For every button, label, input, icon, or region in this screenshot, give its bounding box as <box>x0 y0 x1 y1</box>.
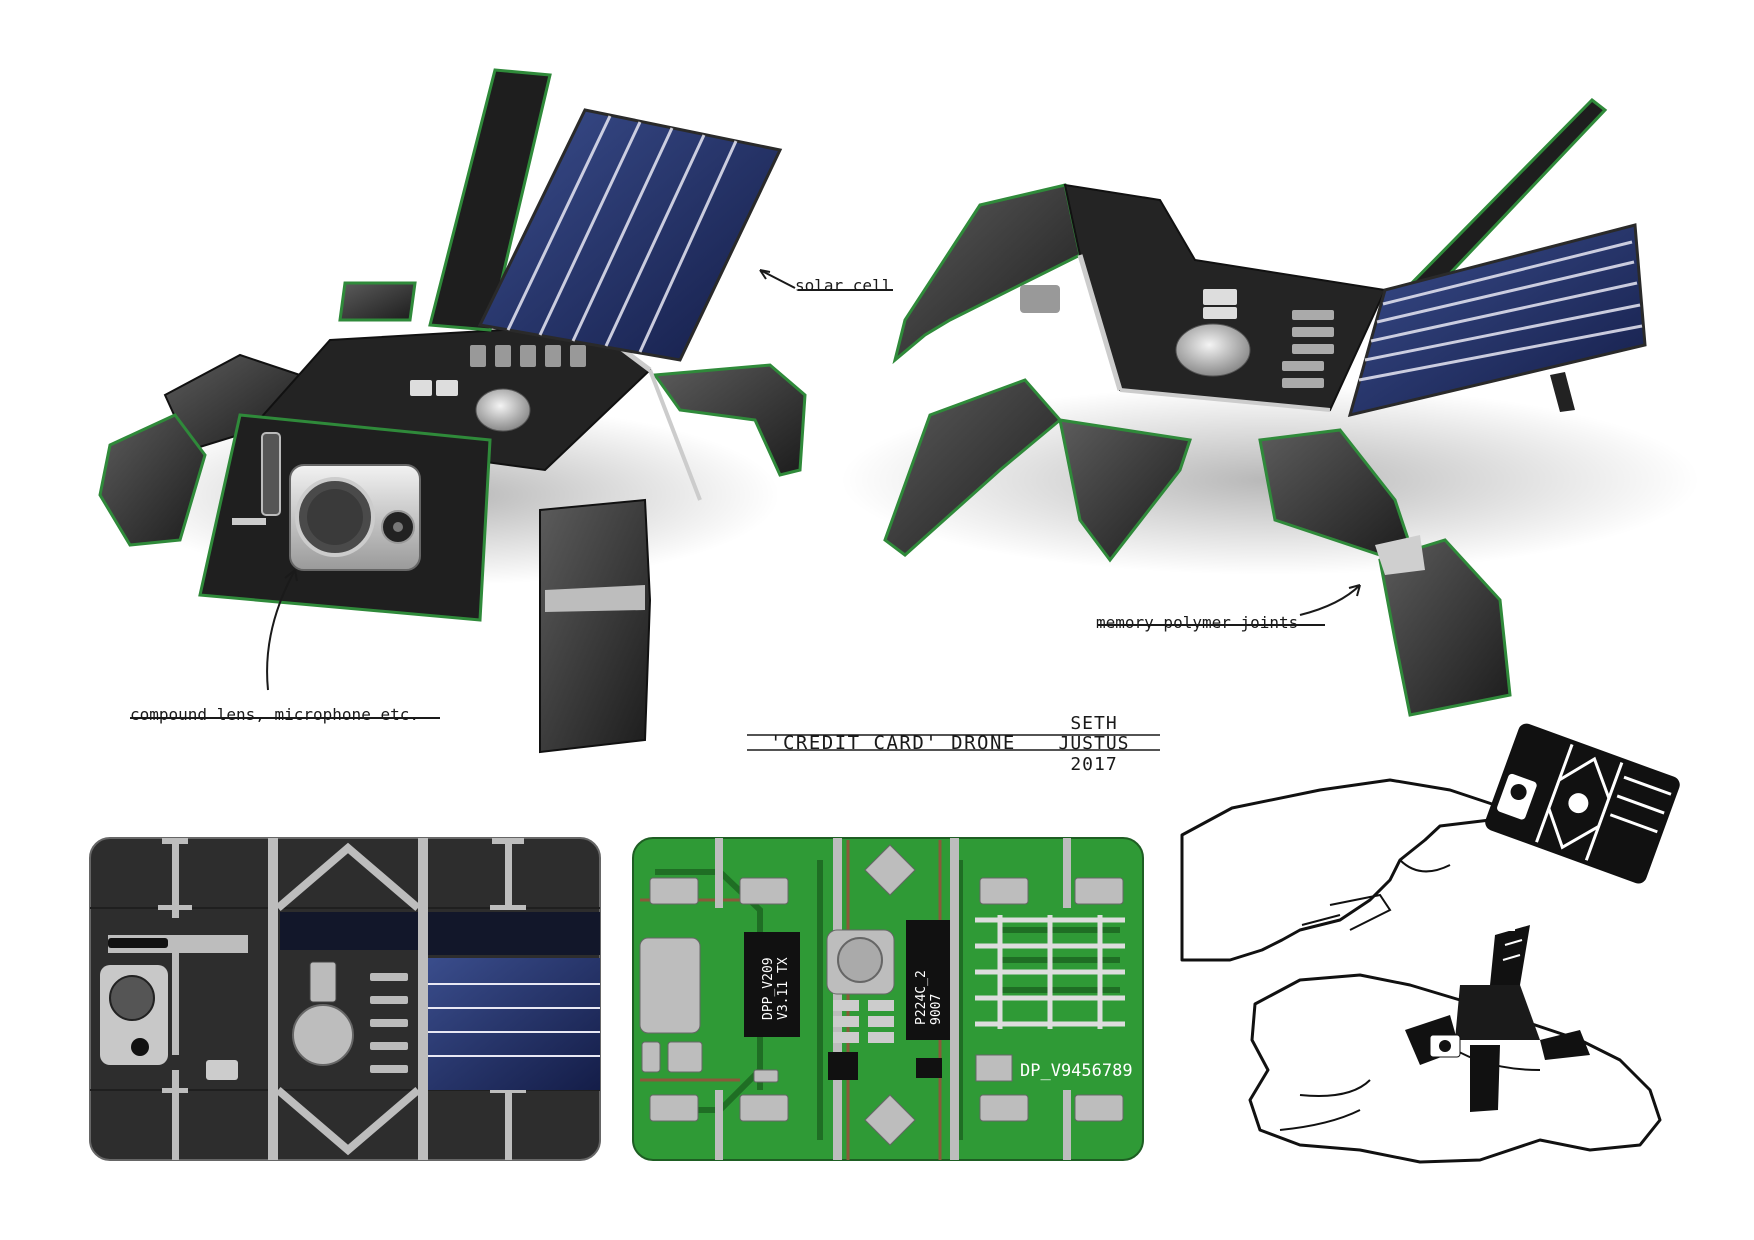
callout-arrows <box>130 269 1361 719</box>
solar-panel-front <box>477 108 783 362</box>
solar-panel-rear <box>1347 223 1647 418</box>
artist-year: 2017 <box>1070 754 1117 775</box>
card-pcb-side: DPP_V209 V3.11 TX P224C_2 9007 DP_V94567… <box>632 837 1144 1161</box>
pcb-serial: DP_V9456789 <box>1020 1061 1133 1081</box>
artist-first-name: SETH <box>1070 713 1117 734</box>
drone-rear-view <box>840 98 1700 717</box>
hands-scale-illustration <box>1180 723 1680 1164</box>
chip-left-line-1: DPP_V209 <box>761 957 776 1020</box>
drone-front-view <box>98 68 807 754</box>
artist-last-name: JUSTUS <box>1058 733 1129 754</box>
sheet-title: 'CREDIT CARD' DRONE <box>770 732 1016 754</box>
callout-solar-cell: solar cell <box>795 276 891 295</box>
chip-right-line-2: 9007 <box>929 994 944 1025</box>
callout-compound-lens: compound lens, microphone etc. <box>130 705 419 724</box>
callout-memory-polymer-joints: memory polymer joints <box>1096 613 1298 632</box>
card-top-side <box>89 837 601 1161</box>
chip-right-line-1: P224C_2 <box>914 970 929 1025</box>
chip-left-line-2: V3.11 TX <box>776 957 791 1020</box>
